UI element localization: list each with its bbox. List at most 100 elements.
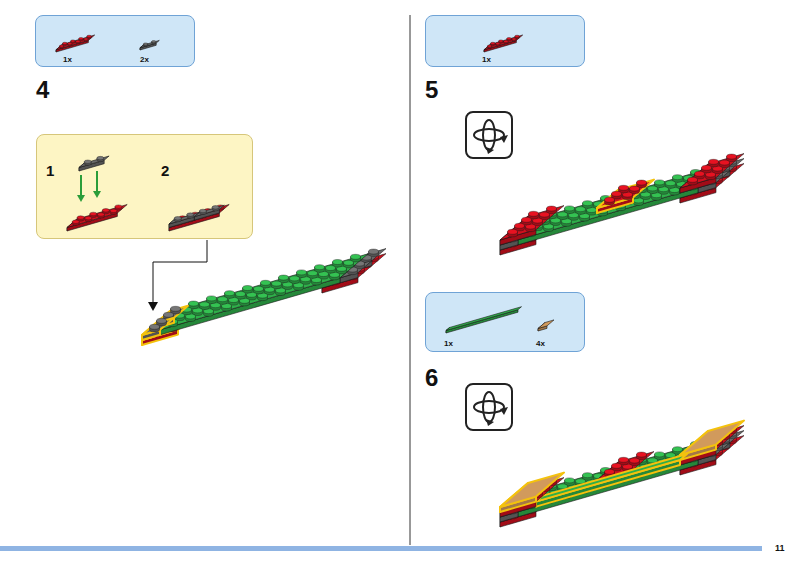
brick — [142, 318, 174, 340]
brick-shape — [297, 270, 307, 275]
brick-shape — [169, 213, 219, 231]
brick-shape — [637, 180, 647, 185]
brick-shape — [565, 478, 575, 483]
bottom-bar — [0, 546, 762, 551]
brick-shape — [97, 156, 104, 160]
brick-shape — [333, 260, 343, 265]
brick-shape — [446, 310, 518, 333]
brick-shape — [315, 265, 325, 270]
brick-shape — [518, 188, 698, 245]
brick-shape — [515, 223, 525, 228]
brick-shape — [143, 43, 148, 45]
brick-shape — [84, 160, 91, 164]
brick-shape — [71, 40, 76, 42]
brick-shape — [720, 160, 730, 165]
brick-shape — [558, 212, 568, 217]
brick-shape — [236, 292, 246, 297]
part-count: 1x — [482, 56, 491, 64]
brick-shape — [515, 35, 520, 37]
part-icons — [36, 16, 196, 68]
brick-shape — [673, 447, 683, 452]
brick — [680, 154, 744, 193]
brick-shape — [174, 217, 181, 221]
brick-shape — [612, 463, 622, 468]
brick-shape — [308, 271, 318, 276]
brick-shape — [597, 180, 654, 208]
brick-shape — [200, 302, 210, 307]
brick-shape — [160, 254, 368, 330]
brick-shape — [466, 384, 512, 430]
part-count: 1x — [444, 340, 453, 348]
brick-shape — [486, 419, 494, 426]
brick — [169, 205, 229, 232]
brick-shape — [67, 205, 127, 228]
brick-shape — [243, 286, 253, 291]
brick-shape — [290, 276, 300, 281]
brick — [484, 35, 523, 52]
brick-shape — [369, 249, 379, 254]
brick-shape — [446, 307, 522, 331]
brick-shape — [79, 156, 109, 168]
brick-shape — [199, 209, 206, 213]
brick — [142, 306, 206, 345]
brick-shape — [67, 213, 117, 231]
brick-shape — [67, 43, 72, 45]
brick-shape — [484, 35, 523, 50]
brick-shape — [500, 473, 564, 507]
brick-shape — [540, 212, 550, 217]
brick-shape — [483, 392, 495, 422]
brick-shape — [518, 164, 726, 240]
brick-shape — [59, 45, 64, 47]
brick-shape — [495, 43, 500, 45]
part-count: 4x — [536, 340, 545, 348]
page-divider — [410, 15, 411, 545]
brick — [518, 164, 726, 245]
model-step-4 — [142, 249, 386, 345]
brick-shape — [508, 229, 518, 234]
brick — [500, 206, 564, 245]
brick-shape — [87, 35, 92, 37]
brick-shape — [115, 205, 122, 209]
brick — [79, 156, 109, 171]
brick — [140, 40, 159, 50]
brick-shape — [150, 324, 160, 329]
brick — [169, 213, 199, 228]
brick-shape — [90, 212, 97, 216]
brick-shape — [529, 211, 539, 216]
brick-shape — [565, 206, 575, 211]
brick — [680, 421, 744, 460]
brick-shape — [344, 260, 354, 265]
leader-arrowhead — [148, 302, 158, 311]
brick-shape — [512, 38, 517, 40]
brick-shape — [96, 171, 98, 193]
brick-shape — [507, 38, 512, 40]
brick-shape — [655, 452, 665, 457]
brick-shape — [576, 207, 586, 212]
brick-shape — [605, 197, 615, 202]
brick-shape — [207, 296, 217, 301]
brick-shape — [688, 177, 698, 182]
brick-shape — [171, 306, 181, 311]
brick-shape — [326, 266, 336, 271]
brick-shape — [605, 469, 615, 474]
brick-shape — [351, 254, 361, 259]
parts-box: 1x 4x — [425, 292, 585, 352]
step-number: 6 — [425, 366, 438, 390]
brick-shape — [504, 40, 509, 42]
brick — [67, 205, 127, 232]
brick — [160, 254, 368, 335]
brick-shape — [538, 320, 554, 329]
brick-shape — [727, 154, 737, 159]
callout-step-number: 1 — [46, 163, 54, 178]
brick-shape — [583, 473, 593, 478]
brick-shape — [655, 180, 665, 185]
brick-shape — [483, 120, 495, 150]
brick-shape — [680, 421, 744, 455]
rotate-icon — [466, 384, 512, 430]
brick-shape — [169, 213, 199, 225]
model-step-6 — [500, 421, 744, 527]
brick-shape — [97, 213, 104, 217]
brick — [597, 180, 654, 213]
brick-shape — [474, 129, 504, 141]
